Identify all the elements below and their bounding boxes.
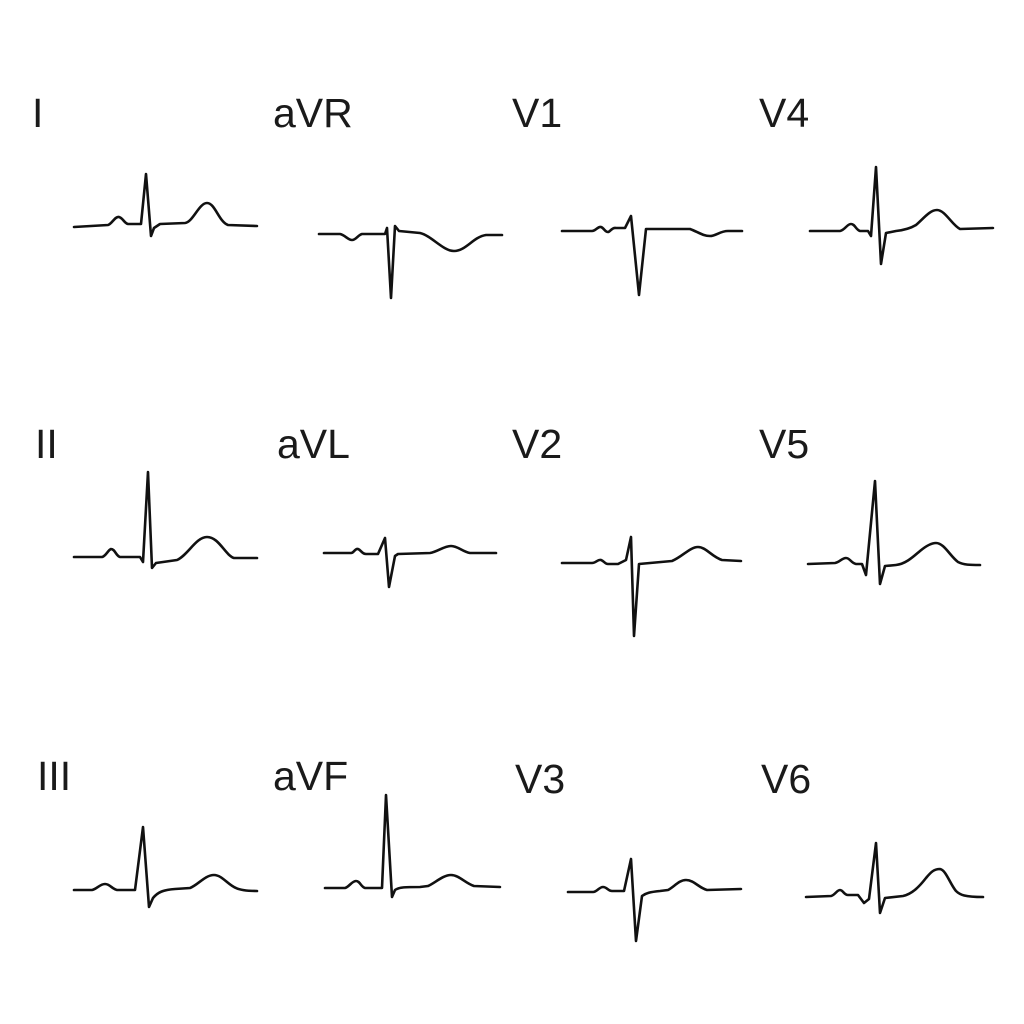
lead-avf-trace [323,793,502,899]
lead-v1-label: V1 [512,90,562,136]
lead-v4-label: V4 [759,90,809,136]
lead-v6-label: V6 [761,756,811,802]
lead-ii-trace [72,470,259,570]
lead-v6-trace [804,841,985,915]
lead-avl-trace [322,536,498,589]
lead-v4-panel: V4 [759,90,995,266]
lead-iii-label: III [37,753,71,799]
lead-ii-label: II [35,421,58,467]
lead-avf-panel: aVF [273,753,502,899]
lead-v2-panel: V2 [512,421,743,638]
lead-avl-panel: aVL [277,421,498,589]
lead-avf-label: aVF [273,753,348,799]
lead-avr-panel: aVR [273,90,504,300]
lead-avr-trace [317,224,504,300]
lead-v5-trace [806,479,982,586]
lead-v5-panel: V5 [759,421,982,586]
lead-v3-panel: V3 [515,756,743,943]
lead-v6-panel: V6 [761,756,985,915]
lead-i-label: I [32,90,43,136]
lead-ii-panel: II [35,421,259,570]
lead-v2-label: V2 [512,421,562,467]
lead-iii-trace [72,825,259,909]
lead-v1-trace [560,214,744,297]
lead-v5-label: V5 [759,421,809,467]
lead-v2-trace [560,535,743,638]
lead-i-trace [72,172,259,238]
lead-avl-label: aVL [277,421,350,467]
lead-v1-panel: V1 [512,90,744,297]
lead-i-panel: I [32,90,259,238]
lead-v4-trace [808,165,995,266]
lead-v3-trace [566,857,743,943]
lead-iii-panel: III [37,753,259,909]
lead-v3-label: V3 [515,756,565,802]
lead-avr-label: aVR [273,90,353,136]
